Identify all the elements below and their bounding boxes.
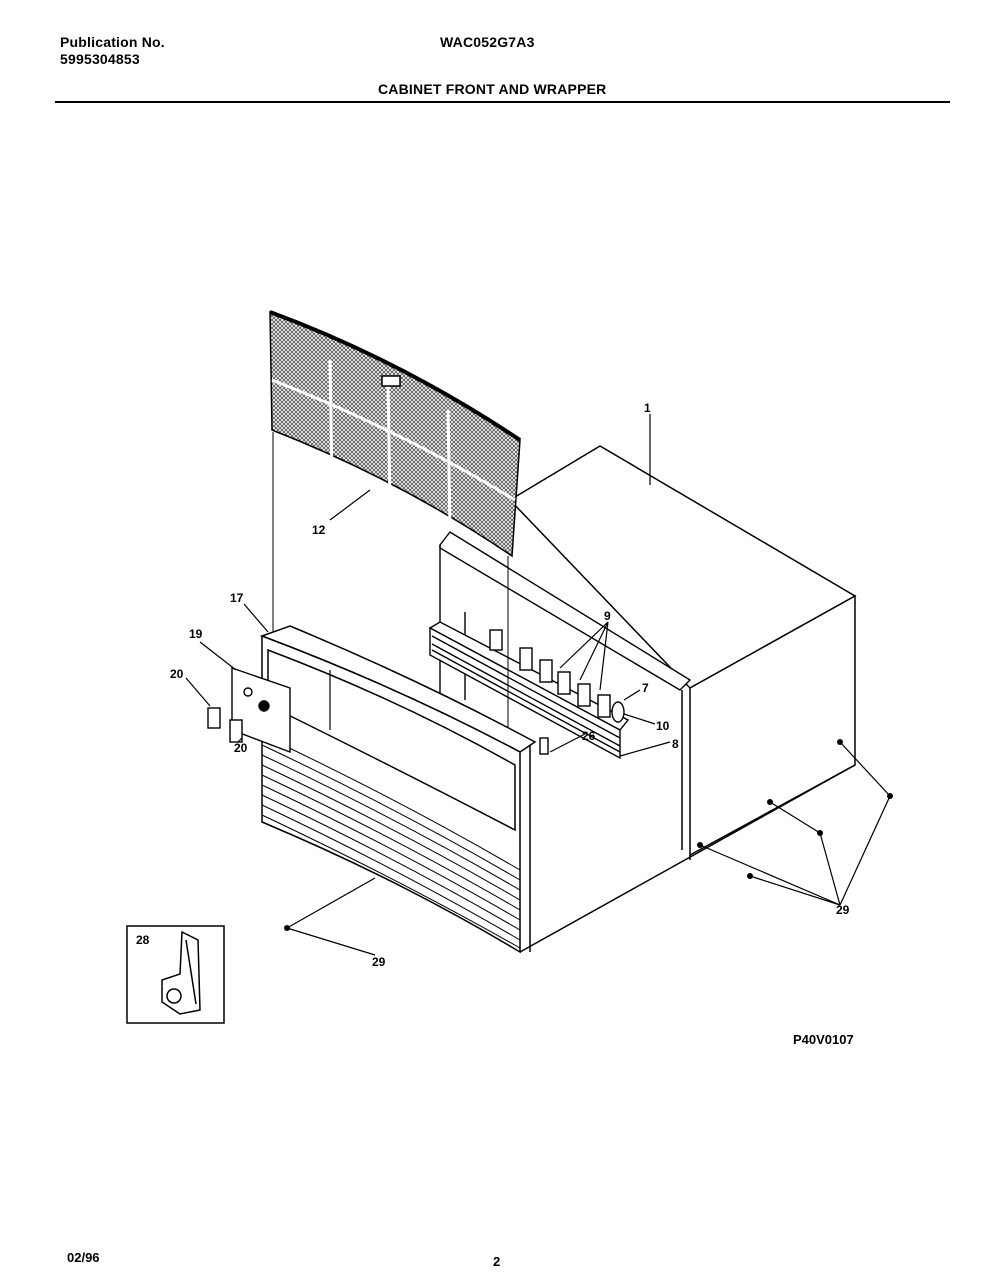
- air-filter: [269, 310, 522, 558]
- callout-7: 7: [642, 681, 649, 695]
- callout-29b: 29: [836, 903, 850, 917]
- control-panel: [207, 667, 291, 754]
- callout-10: 10: [656, 719, 670, 733]
- callout-20b: 20: [234, 741, 248, 755]
- callout-1: 1: [644, 401, 651, 415]
- section-title: CABINET FRONT AND WRAPPER: [378, 81, 607, 97]
- publication-number: 5995304853: [60, 51, 140, 67]
- inner-panel: [428, 531, 692, 760]
- callout-labels: 1 12 17 19 20 20 9 7 10 8 26 29 29 28: [136, 401, 850, 969]
- header-rule: [55, 101, 950, 103]
- callout-19: 19: [189, 627, 203, 641]
- callout-29a: 29: [372, 955, 386, 969]
- model-number: WAC052G7A3: [440, 34, 535, 50]
- callout-17: 17: [230, 591, 244, 605]
- callout-20a: 20: [170, 667, 184, 681]
- callout-26: 26: [582, 729, 596, 743]
- callout-12: 12: [312, 523, 326, 537]
- footer-date: 02/96: [67, 1250, 100, 1265]
- leader-lines: [185, 414, 891, 956]
- callout-28: 28: [136, 933, 150, 947]
- cabinet-wrapper: [508, 445, 857, 953]
- drawing-code: P40V0107: [793, 1032, 854, 1047]
- grille-louvers: [261, 734, 521, 949]
- callout-8: 8: [672, 737, 679, 751]
- callout-9: 9: [604, 609, 611, 623]
- page-number: 2: [493, 1254, 501, 1269]
- inset-bracket-detail: [126, 925, 225, 1024]
- publication-label: Publication No.: [60, 34, 165, 50]
